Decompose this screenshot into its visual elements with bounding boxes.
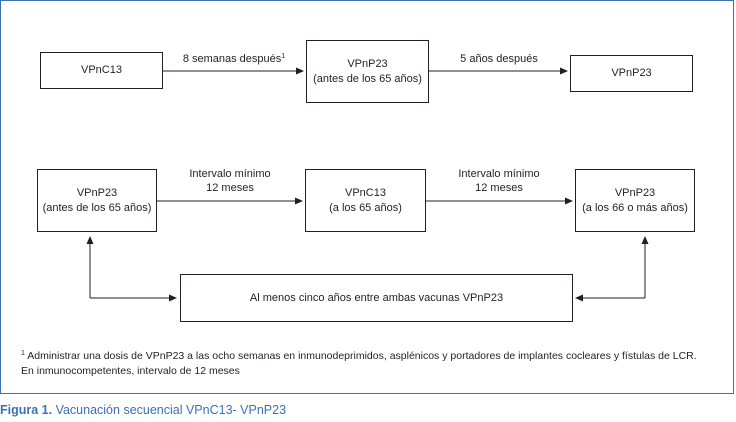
footnote-marker: 1 <box>281 53 286 60</box>
box-label: VPnC13 <box>345 186 386 199</box>
box-vpnp23-antes-65-row2: VPnP23 (antes de los 65 años) <box>37 169 157 232</box>
arrow-label-intervalo-2: Intervalo mínimo 12 meses <box>458 168 540 194</box>
diagram-connectors <box>86 67 649 302</box>
box-vpnc13-a-65: VPnC13 (a los 65 años) <box>305 169 426 232</box>
box-label: VPnP23 <box>614 186 656 199</box>
box-label: Al menos cinco años entre ambas vacunas … <box>249 291 504 304</box>
figure-caption: Figura 1. Vacunación secuencial VPnC13- … <box>0 403 286 417</box>
box-sublabel: (a los 66 o más años) <box>582 201 688 214</box>
figure-panel: VPnC13 8 semanas después1 VPnP23 (antes … <box>0 0 734 394</box>
arrow-label-intervalo-1: Intervalo mínimo 12 meses <box>189 168 271 194</box>
box-label: VPnC13 <box>81 64 122 76</box>
box-vpnp23-end: VPnP23 <box>570 55 693 92</box>
box-label: VPnP23 <box>347 57 388 70</box>
box-sublabel: (antes de los 65 años) <box>42 201 152 214</box>
footnote-mark: 1 <box>21 350 25 357</box>
box-vpnc13-start: VPnC13 <box>40 52 163 89</box>
arrow-label-8-semanas: 8 semanas después1 <box>182 53 286 65</box>
figure-number: Figura 1. <box>0 403 53 417</box>
box-sublabel: (antes de los 65 años) <box>313 72 422 85</box>
box-vpnp23-antes-65: VPnP23 (antes de los 65 años) <box>306 40 429 103</box>
box-label: VPnP23 <box>611 67 652 79</box>
box-sublabel: (a los 65 años) <box>329 201 402 214</box>
box-label: VPnP23 <box>76 186 118 199</box>
figure-title: Vacunación secuencial VPnC13- VPnP23 <box>52 403 287 417</box>
footnote-text: Administrar una dosis de VPnP23 a las oc… <box>21 350 697 377</box>
box-vpnp23-66-mas: VPnP23 (a los 66 o más años) <box>575 169 695 232</box>
box-cinco-anos: Al menos cinco años entre ambas vacunas … <box>180 274 573 322</box>
arrow-label-5-anos: 5 años después <box>460 53 538 65</box>
footnote: 1 Administrar una dosis de VPnP23 a las … <box>21 349 711 379</box>
